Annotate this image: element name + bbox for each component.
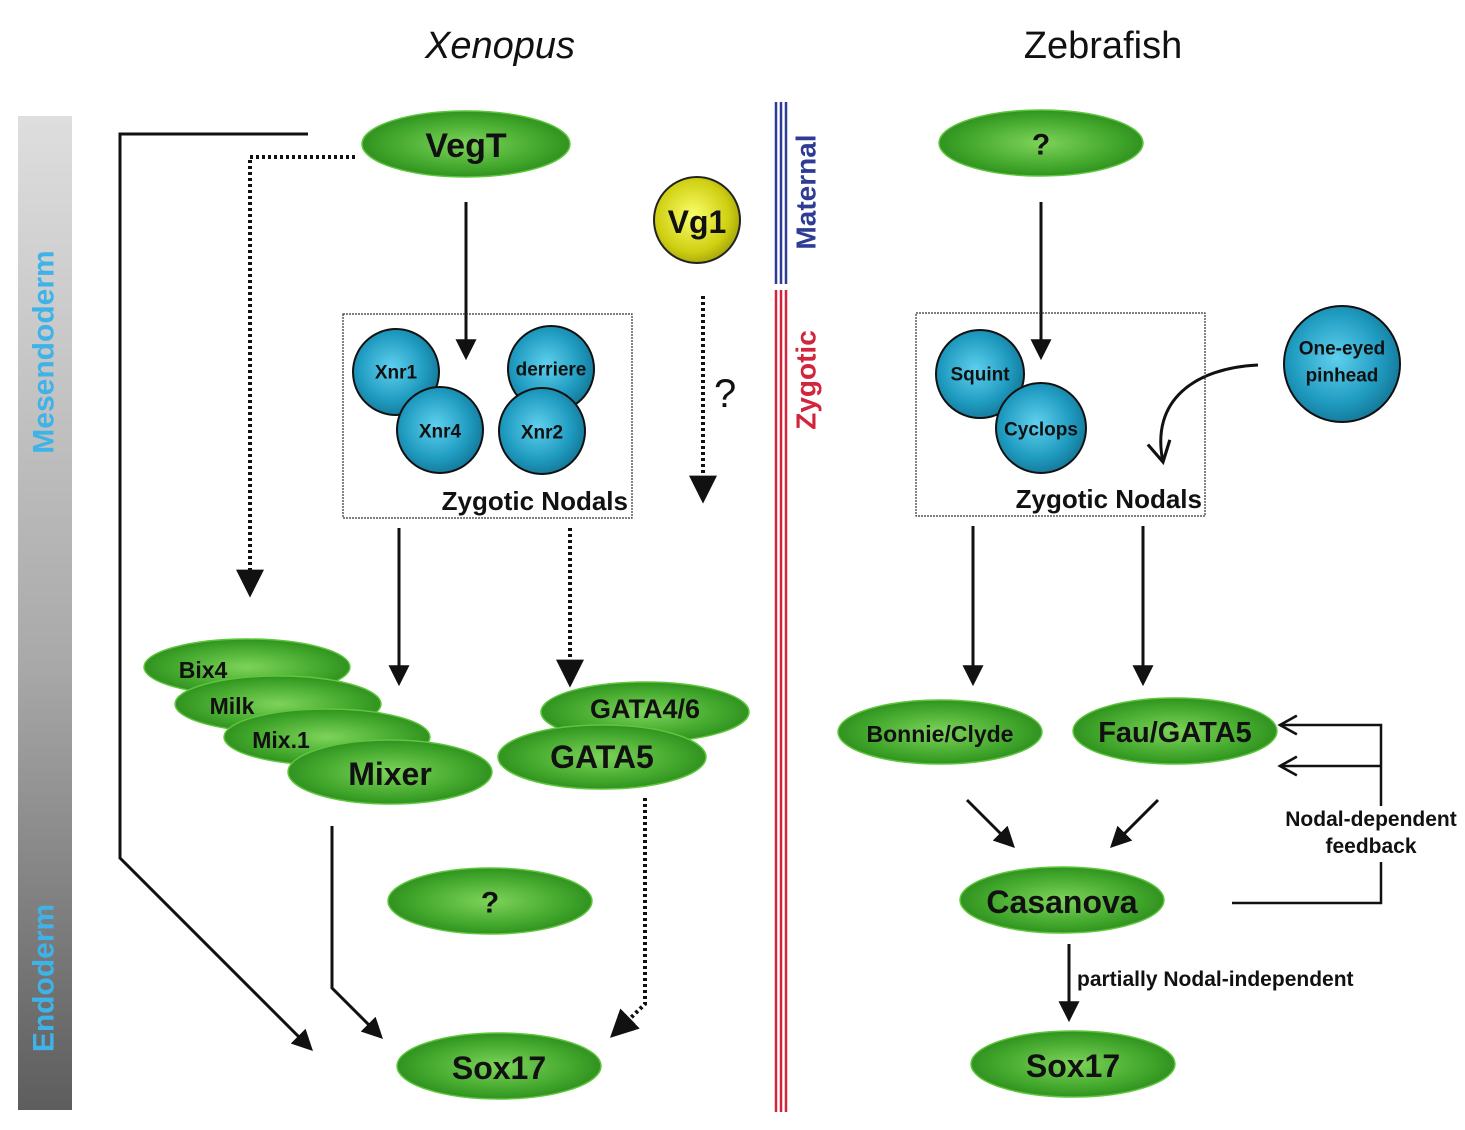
arrow-mixer-to-sox17	[330, 826, 383, 1039]
feedback-label-line2: feedback	[1325, 835, 1416, 858]
svg-text:GATA5: GATA5	[550, 739, 654, 775]
svg-text:Xnr1: Xnr1	[375, 363, 418, 384]
nodal-independent-label: partially Nodal-independent	[1077, 968, 1354, 991]
svg-text:Squint: Squint	[950, 365, 1010, 386]
arrow-vegt-to-sox17	[118, 132, 313, 1051]
node-fau-gata5: Fau/GATA5	[1072, 697, 1278, 765]
arrow-gata-to-sox17-dotted	[609, 798, 647, 1038]
node-one-eyed-pinhead: One-eyed pinhead	[1283, 305, 1401, 423]
svg-text:Casanova: Casanova	[986, 884, 1137, 920]
svg-text:Fau/GATA5: Fau/GATA5	[1098, 717, 1252, 749]
svg-text:Cyclops: Cyclops	[1004, 420, 1078, 441]
node-vg1: Vg1	[653, 176, 741, 264]
endoderm-label: Endoderm	[28, 904, 61, 1052]
node-xnr4: Xnr4	[396, 386, 484, 474]
zebrafish-zygotic-nodals-label: Zygotic Nodals	[1016, 484, 1202, 514]
svg-text:Sox17: Sox17	[1026, 1048, 1120, 1084]
node-xenopus-unknown: ?	[387, 867, 593, 935]
feedback-label-line1: Nodal-dependent	[1285, 808, 1457, 831]
node-vegt: VegT	[361, 110, 571, 178]
xenopus-zygotic-nodals-box	[342, 313, 633, 519]
maternal-label: Maternal	[791, 134, 822, 249]
svg-text:pinhead: pinhead	[1306, 366, 1379, 387]
svg-text:?: ?	[481, 887, 499, 920]
node-casanova: Casanova	[959, 866, 1165, 934]
svg-text:GATA4/6: GATA4/6	[590, 694, 700, 724]
svg-text:Xnr2: Xnr2	[521, 423, 563, 444]
arrow-oep-to-nodals	[1146, 363, 1259, 466]
svg-text:Mixer: Mixer	[348, 756, 432, 792]
svg-text:Mix.1: Mix.1	[252, 727, 310, 753]
maternal-divider	[774, 102, 788, 284]
node-sox17-xenopus: Sox17	[396, 1032, 602, 1100]
node-mixer: Mixer	[287, 739, 493, 805]
svg-text:Xnr4: Xnr4	[419, 422, 462, 443]
node-xnr2: Xnr2	[498, 387, 586, 475]
svg-text:Bonnie/Clyde: Bonnie/Clyde	[867, 721, 1014, 747]
svg-text:?: ?	[1032, 129, 1050, 162]
xenopus-zygotic-nodals-label: Zygotic Nodals	[442, 486, 628, 516]
svg-text:Bix4: Bix4	[179, 657, 228, 683]
svg-text:VegT: VegT	[425, 127, 506, 165]
vg1-question-mark: ?	[714, 372, 736, 416]
mesendoderm-endoderm-band	[18, 116, 72, 1110]
feedback-arrows	[1232, 714, 1383, 905]
arrow-bonnie-clyde-to-casanova	[965, 798, 1015, 848]
zebrafish-title: Zebrafish	[1024, 25, 1182, 67]
svg-text:One-eyed: One-eyed	[1299, 339, 1386, 360]
node-sox17-zebrafish: Sox17	[970, 1030, 1176, 1098]
node-squint: Squint	[935, 329, 1025, 419]
zebrafish-zygotic-nodals-box	[915, 312, 1206, 517]
node-gata5-xenopus: GATA5	[497, 724, 707, 790]
svg-text:Milk: Milk	[210, 693, 255, 719]
mesendoderm-label: Mesendoderm	[28, 250, 61, 453]
node-bonnie-clyde: Bonnie/Clyde	[837, 699, 1043, 765]
svg-text:Sox17: Sox17	[452, 1050, 546, 1086]
svg-text:derriere: derriere	[516, 360, 587, 381]
zygotic-divider	[774, 290, 788, 1112]
arrow-fau-gata5-to-casanova	[1110, 798, 1160, 848]
svg-text:Vg1: Vg1	[668, 204, 727, 240]
node-cyclops: Cyclops	[995, 382, 1087, 474]
arrow-vegt-to-mix-family-dotted	[236, 155, 355, 598]
xenopus-title: Xenopus	[424, 25, 575, 67]
node-zebrafish-maternal-unknown: ?	[938, 109, 1144, 177]
zygotic-label: Zygotic	[791, 330, 822, 430]
